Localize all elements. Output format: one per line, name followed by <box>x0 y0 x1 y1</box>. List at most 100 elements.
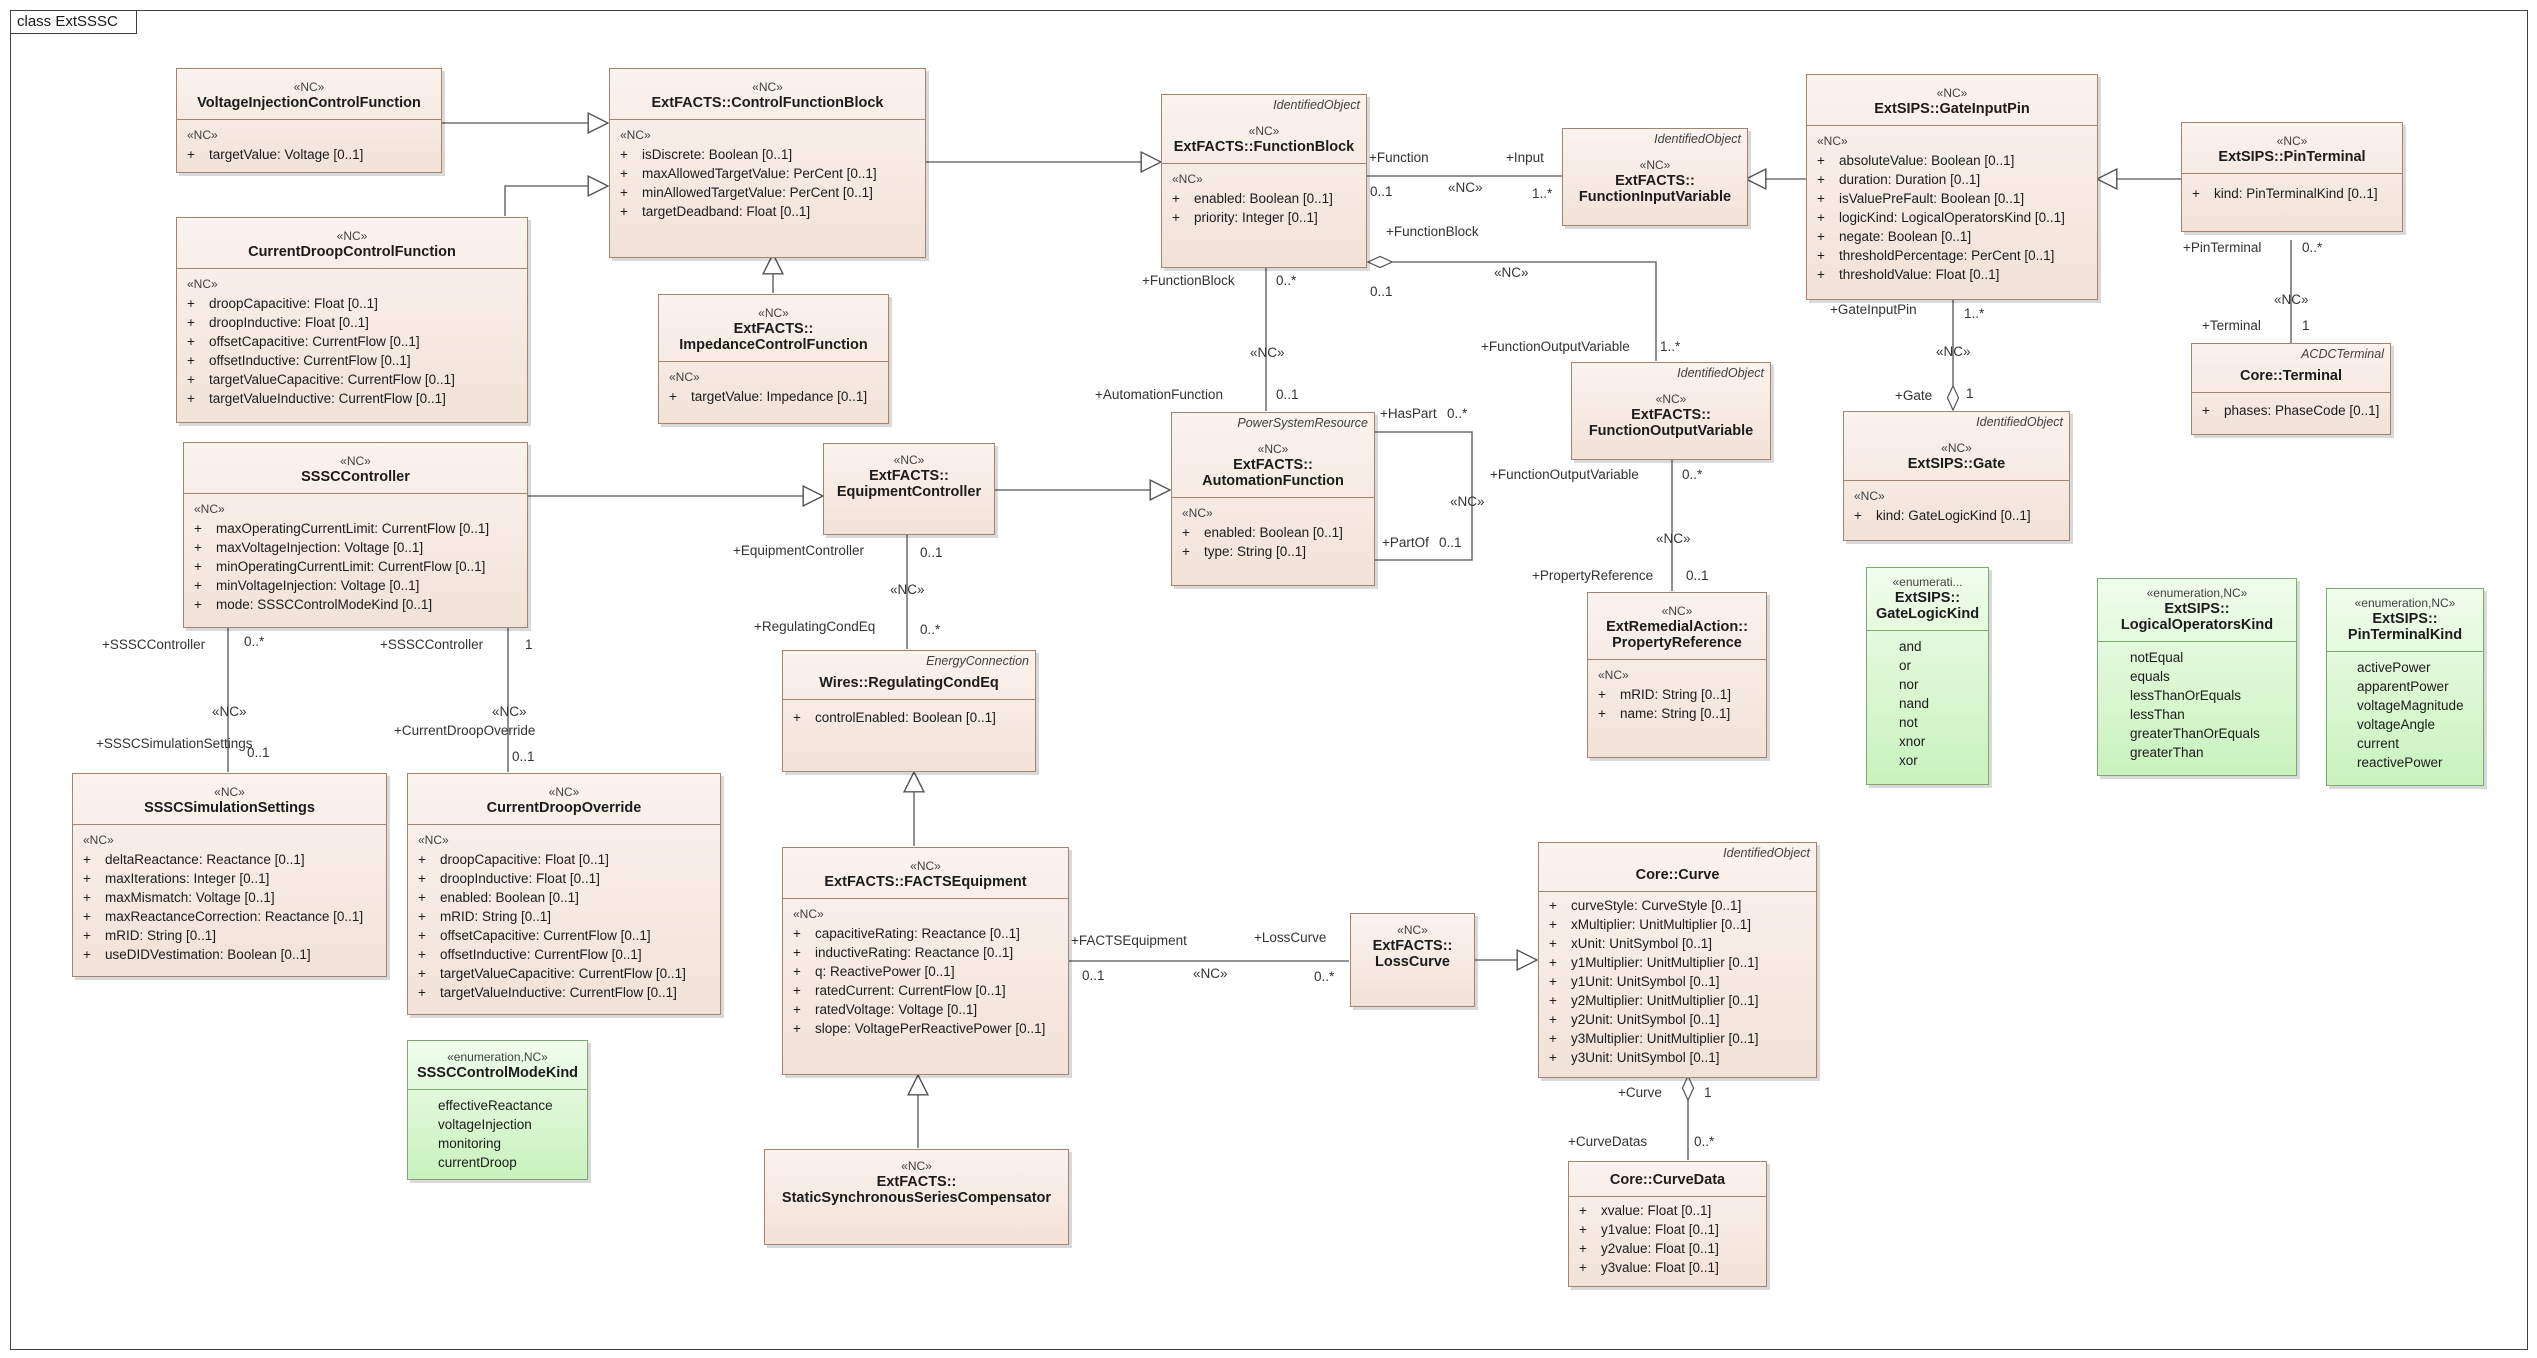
enum-sssc-control-mode-kind[interactable]: «enumeration,NC»SSSCControlModeKind effe… <box>407 1040 588 1180</box>
attr-stereotype: «NC» <box>83 833 114 847</box>
attribute: +targetDeadband: Float [0..1] <box>620 204 811 219</box>
class-function-block[interactable]: IdentifiedObject «NC»ExtFACTS::FunctionB… <box>1161 94 1367 268</box>
role-label: +PartOf <box>1382 535 1429 550</box>
class-name: ExtSIPS::GateInputPin <box>1874 101 2030 117</box>
attr-stereotype: «NC» <box>187 128 218 142</box>
attribute: +y1Multiplier: UnitMultiplier [0..1] <box>1549 955 1759 970</box>
attribute: +priority: Integer [0..1] <box>1172 210 1318 225</box>
role-label: +PinTerminal <box>2183 240 2262 255</box>
class-automation-function[interactable]: PowerSystemResource «NC»ExtFACTS::Automa… <box>1171 412 1375 586</box>
class-core-curve[interactable]: IdentifiedObject Core::Curve +curveStyle… <box>1538 842 1817 1078</box>
class-function-output-variable[interactable]: IdentifiedObject «NC»ExtFACTS::FunctionO… <box>1571 362 1771 460</box>
class-name: LossCurve <box>1375 954 1450 970</box>
class-name: Core::Terminal <box>2239 368 2343 384</box>
multiplicity-label: 0..* <box>244 634 265 649</box>
class-gate-input-pin[interactable]: «NC»ExtSIPS::GateInputPin «NC» +absolute… <box>1806 74 2098 300</box>
class-property-reference[interactable]: «NC»ExtRemedialAction::PropertyReference… <box>1587 592 1767 758</box>
multiplicity-label: 0..1 <box>920 545 943 560</box>
attribute: +targetValueCapacitive: CurrentFlow [0..… <box>187 372 455 387</box>
multiplicity-label: 0..* <box>2302 240 2323 255</box>
class-name: ImpedanceControlFunction <box>679 337 868 353</box>
class-pin-terminal[interactable]: «NC»ExtSIPS::PinTerminal +kind: PinTermi… <box>2181 122 2403 232</box>
class-name: ExtFACTS:: <box>869 468 949 484</box>
class-equipment-controller[interactable]: «NC»ExtFACTS::EquipmentController <box>823 443 995 535</box>
stereotype: «NC» <box>293 80 325 94</box>
role-label: +SSSCController <box>380 637 484 652</box>
multiplicity-label: 0..1 <box>1686 568 1709 583</box>
enum-literal: apparentPower <box>2357 679 2449 694</box>
attr-stereotype: «NC» <box>669 370 700 384</box>
role-label: +AutomationFunction <box>1095 387 1223 402</box>
class-core-terminal[interactable]: ACDCTerminal Core::Terminal +phases: Pha… <box>2191 343 2391 435</box>
attribute: +slope: VoltagePerReactivePower [0..1] <box>793 1021 1046 1036</box>
stereotype: «NC» <box>1248 124 1280 138</box>
attribute: +type: String [0..1] <box>1182 544 1307 559</box>
class-sssc-controller[interactable]: «NC»SSSCController «NC» +maxOperatingCur… <box>183 442 528 628</box>
attribute: +name: String [0..1] <box>1598 706 1731 721</box>
enum-logical-operators-kind[interactable]: «enumeration,NC»ExtSIPS::LogicalOperator… <box>2097 578 2297 776</box>
enum-literal: greaterThan <box>2130 745 2204 760</box>
attribute: +droopInductive: Float [0..1] <box>418 871 600 886</box>
attribute: +y3Multiplier: UnitMultiplier [0..1] <box>1549 1031 1759 1046</box>
role-label: +EquipmentController <box>733 543 864 558</box>
attribute: +targetValueInductive: CurrentFlow [0..1… <box>187 391 446 406</box>
class-name: ExtFACTS:: <box>1233 457 1313 473</box>
stereotype-label: «NC» <box>492 704 527 719</box>
class-core-curve-data[interactable]: Core::CurveData +xvalue: Float [0..1] +y… <box>1568 1161 1767 1287</box>
attribute: +negate: Boolean [0..1] <box>1817 229 1972 244</box>
role-label: +CurrentDroopOverride <box>394 723 536 738</box>
attribute: +xMultiplier: UnitMultiplier [0..1] <box>1549 917 1752 932</box>
role-label: +CurveDatas <box>1568 1134 1648 1149</box>
attribute: +maxVoltageInjection: Voltage [0..1] <box>194 540 424 555</box>
multiplicity-label: 0..1 <box>1370 284 1393 299</box>
class-name: Wires::RegulatingCondEq <box>819 675 999 691</box>
stereotype: «NC» <box>340 454 371 468</box>
class-facts-equipment[interactable]: «NC»ExtFACTS::FACTSEquipment «NC» +capac… <box>782 847 1069 1075</box>
attribute: +isValuePreFault: Boolean [0..1] <box>1817 191 2025 206</box>
class-regulating-cond-eq[interactable]: EnergyConnection Wires::RegulatingCondEq… <box>782 650 1036 772</box>
attribute: +useDIDVestimation: Boolean [0..1] <box>83 947 311 962</box>
class-function-input-variable[interactable]: IdentifiedObject «NC»ExtFACTS::FunctionI… <box>1562 128 1748 226</box>
class-voltage-injection-control-function[interactable]: «NC»VoltageInjectionControlFunction «NC»… <box>176 68 442 173</box>
class-name: CurrentDroopControlFunction <box>248 244 456 260</box>
stereotype-label: «NC» <box>1250 345 1285 360</box>
stereotype-label: «NC» <box>1448 180 1483 195</box>
enum-literal: nand <box>1899 696 1930 711</box>
multiplicity-label: 0..1 <box>512 749 535 764</box>
class-loss-curve[interactable]: «NC»ExtFACTS::LossCurve <box>1350 913 1475 1007</box>
class-gate[interactable]: IdentifiedObject «NC»ExtSIPS::Gate «NC» … <box>1843 411 2070 541</box>
stereotype: «NC» <box>1257 442 1289 456</box>
stereotype: «NC» <box>1936 86 1968 100</box>
attribute: +y3Unit: UnitSymbol [0..1] <box>1549 1050 1720 1065</box>
role-label: +FunctionBlock <box>1386 224 1479 239</box>
parent-class: EnergyConnection <box>926 654 1029 668</box>
class-current-droop-override[interactable]: «NC»CurrentDroopOverride «NC» +droopCapa… <box>407 773 721 1015</box>
diagram-frame: class ExtSSSC <box>10 10 2528 1350</box>
class-sssc-simulation-settings[interactable]: «NC»SSSCSimulationSettings «NC» +deltaRe… <box>72 773 387 977</box>
stereotype: «NC» <box>752 80 783 94</box>
multiplicity-label: 0..1 <box>1082 968 1105 983</box>
class-static-synchronous-series-compensator[interactable]: «NC»ExtFACTS::StaticSynchronousSeriesCom… <box>764 1149 1069 1245</box>
attribute: +ratedVoltage: Voltage [0..1] <box>793 1002 978 1017</box>
parent-class: ACDCTerminal <box>2301 347 2384 361</box>
attribute: +kind: GateLogicKind [0..1] <box>1854 508 2031 523</box>
class-name: SSSCController <box>301 469 410 485</box>
stereotype-label: «NC» <box>1936 344 1971 359</box>
stereotype: «enumeration,NC» <box>2354 596 2456 610</box>
stereotype: «NC» <box>2276 134 2308 148</box>
class-name: ExtRemedialAction:: <box>1606 619 1748 635</box>
role-label: +FunctionOutputVariable <box>1490 467 1639 482</box>
enum-pin-terminal-kind[interactable]: «enumeration,NC»ExtSIPS::PinTerminalKind… <box>2326 588 2484 786</box>
enum-literal: notEqual <box>2130 650 2184 665</box>
attribute: +maxOperatingCurrentLimit: CurrentFlow [… <box>194 521 490 536</box>
attribute: +offsetInductive: CurrentFlow [0..1] <box>187 353 411 368</box>
attr-stereotype: «NC» <box>620 128 651 142</box>
class-impedance-control-function[interactable]: «NC»ExtFACTS::ImpedanceControlFunction «… <box>658 294 889 424</box>
attr-stereotype: «NC» <box>1817 134 1848 148</box>
class-control-function-block[interactable]: «NC»ExtFACTS::ControlFunctionBlock «NC» … <box>609 68 926 258</box>
class-name: EquipmentController <box>836 484 982 500</box>
class-name: ExtFACTS:: <box>733 321 814 337</box>
class-current-droop-control-function[interactable]: «NC»CurrentDroopControlFunction «NC» +dr… <box>176 217 528 423</box>
enum-gate-logic-kind[interactable]: «enumerati...ExtSIPS::GateLogicKind and … <box>1866 567 1989 785</box>
stereotype-label: «NC» <box>1656 531 1691 546</box>
